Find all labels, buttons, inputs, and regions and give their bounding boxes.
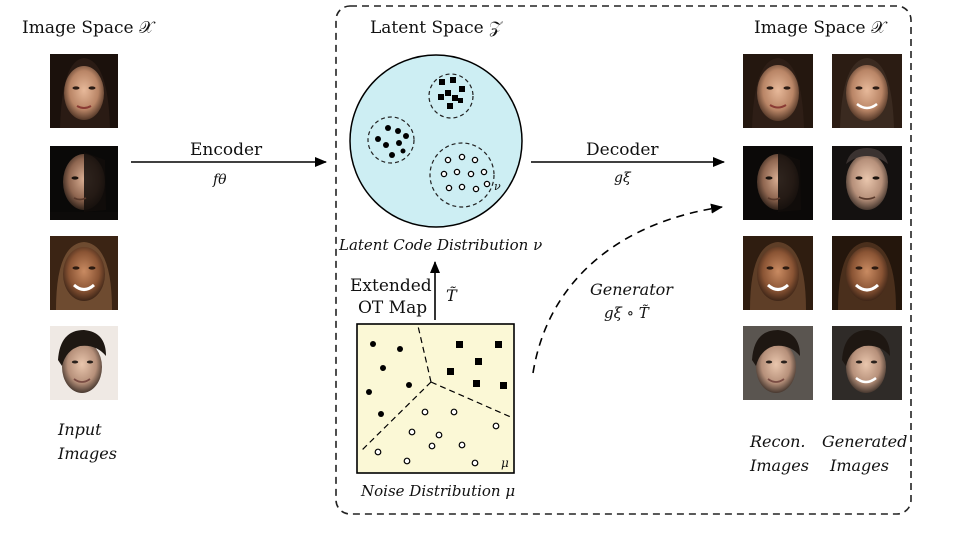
generator-label: Generator (590, 280, 673, 299)
ot-map-line2: OT Map (358, 298, 428, 318)
decoder-label: Decoder (586, 140, 659, 160)
generated-face-4 (832, 326, 902, 400)
latent-distribution-circle (349, 54, 523, 228)
generated-caption-line2: Images (830, 456, 889, 475)
cluster-dots (367, 116, 415, 164)
latent-nu-mark: ν (494, 180, 501, 193)
encoder-symbol: fθ (213, 172, 227, 188)
cluster-squares (428, 73, 474, 119)
latent-distribution-label: Latent Code Distribution ν (339, 236, 543, 254)
latent-space-title: Latent Space 𝒵 (370, 18, 503, 38)
generated-face-1 (832, 54, 902, 128)
latent-ring-points (440, 153, 491, 193)
generator-arrow (532, 203, 723, 374)
input-face-4 (50, 326, 118, 400)
generator-symbol: gξ ∘ T̃ (604, 304, 649, 322)
input-caption-line1: Input (58, 420, 102, 439)
decoder-symbol: gξ (614, 170, 631, 186)
recon-caption-line1: Recon. (750, 432, 806, 451)
generated-face-3 (832, 236, 902, 310)
input-face-2 (50, 146, 118, 220)
recon-face-2 (743, 146, 813, 220)
ot-map-line1: Extended (350, 276, 432, 296)
noise-distribution-box (356, 323, 515, 474)
generated-caption-line1: Generated (822, 432, 908, 451)
recon-face-3 (743, 236, 813, 310)
recon-caption-line2: Images (750, 456, 809, 475)
left-panel-title: Image Space 𝒳 (22, 18, 154, 38)
generated-face-2 (832, 146, 902, 220)
encoder-label: Encoder (190, 140, 263, 160)
noise-square-points (447, 341, 507, 389)
latent-frame (335, 5, 912, 515)
input-face-1 (50, 54, 118, 128)
cluster-rings (429, 142, 495, 208)
right-panel-title: Image Space 𝒳 (754, 18, 886, 38)
noise-distribution-label: Noise Distribution μ (361, 482, 516, 500)
ot-map-symbol: T̃ (446, 286, 457, 305)
noise-partition-lines (359, 325, 514, 453)
latent-dot-points (375, 125, 409, 158)
noise-mu-mark: μ (501, 456, 509, 470)
noise-ring-points (374, 408, 500, 467)
recon-face-4 (743, 326, 813, 400)
recon-face-1 (743, 54, 813, 128)
input-caption-line2: Images (58, 444, 117, 463)
input-face-3 (50, 236, 118, 310)
noise-dot-points (366, 341, 412, 417)
latent-square-points (438, 77, 465, 109)
